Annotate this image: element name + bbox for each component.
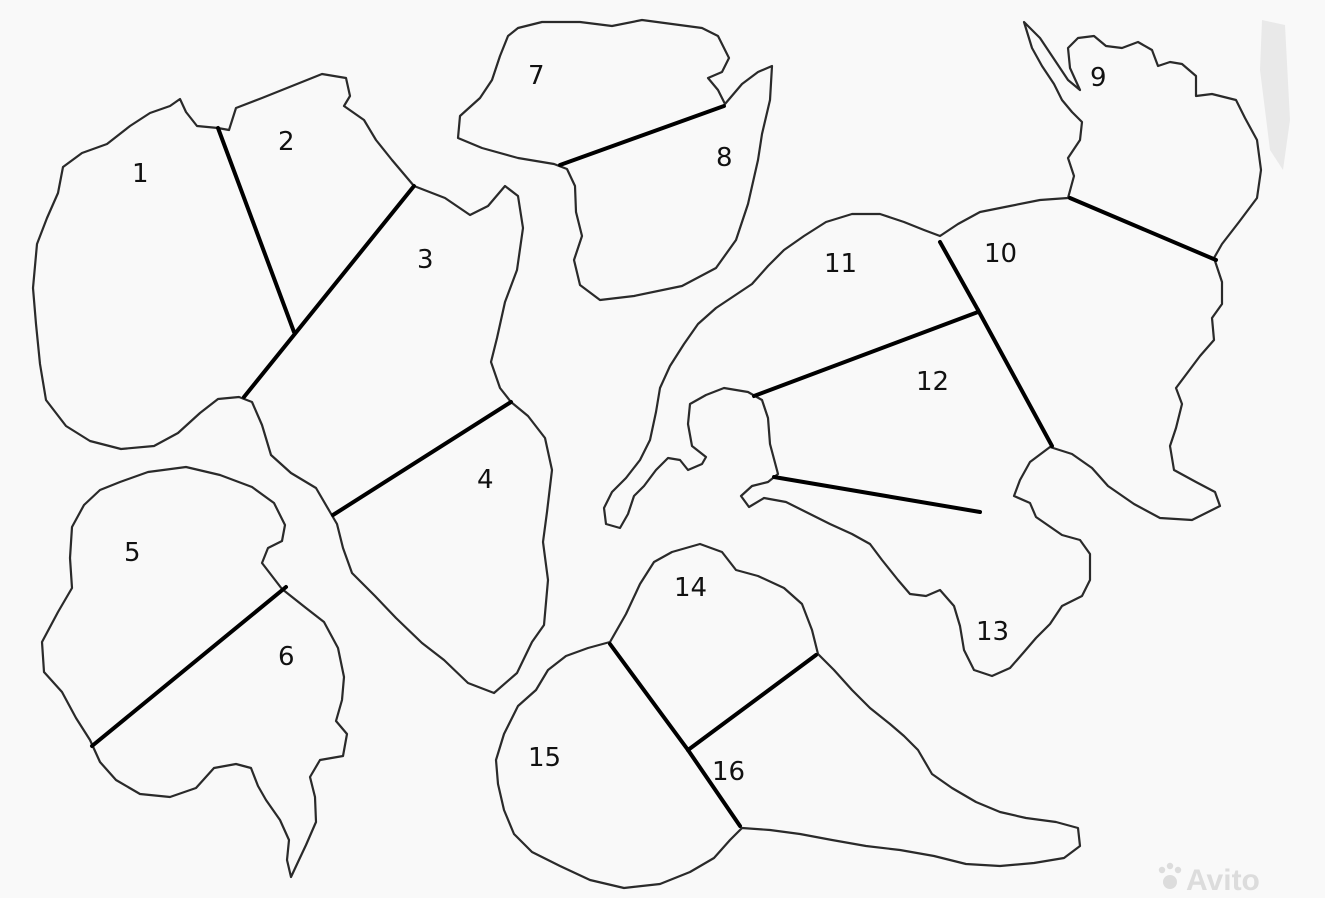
- avito-watermark: Avito: [1159, 863, 1260, 897]
- divider-12-13: [774, 477, 980, 512]
- piece-label-16: 16: [712, 757, 745, 787]
- piece-label-6: 6: [278, 642, 295, 672]
- divider-10-11: [940, 242, 978, 310]
- divider-7-8: [560, 106, 724, 165]
- piece-label-2: 2: [278, 127, 295, 157]
- piece-label-1: 1: [132, 159, 149, 189]
- divider-10-12: [978, 310, 1052, 446]
- paw-icon: [1159, 863, 1181, 889]
- divider-14-16: [688, 655, 816, 750]
- divider-5-6: [92, 587, 286, 746]
- piece-label-7: 7: [528, 61, 545, 91]
- piece-label-10: 10: [984, 239, 1017, 269]
- piece-label-15: 15: [528, 743, 561, 773]
- divider-2-3: [244, 186, 414, 397]
- divider-14-15: [610, 644, 688, 750]
- piece-label-4: 4: [477, 465, 494, 495]
- divider-3-4: [333, 402, 511, 515]
- divider-9-10: [1070, 198, 1216, 260]
- piece-label-12: 12: [916, 367, 949, 397]
- piece-label-9: 9: [1090, 63, 1107, 93]
- piece-label-8: 8: [716, 143, 733, 173]
- watermark-text: Avito: [1186, 864, 1260, 897]
- cluster-14-15-16-outline: [496, 544, 1080, 888]
- cluster-1-2-3-4-outline: [33, 74, 552, 693]
- piece-label-13: 13: [976, 617, 1009, 647]
- paper-streak: [1260, 20, 1290, 170]
- cluster-5-6-outline: [42, 467, 347, 877]
- piece-label-11: 11: [824, 249, 857, 279]
- divider-1-2: [218, 128, 294, 332]
- piece-label-3: 3: [417, 245, 434, 275]
- piece-label-14: 14: [674, 573, 707, 603]
- piece-label-5: 5: [124, 538, 141, 568]
